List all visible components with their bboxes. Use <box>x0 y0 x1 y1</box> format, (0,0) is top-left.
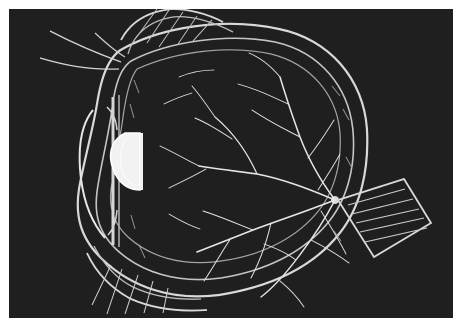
eye-cross-section-icon <box>9 9 453 318</box>
lens-edge <box>140 133 143 190</box>
diagram-background <box>9 9 453 318</box>
figure-panel <box>9 9 453 318</box>
